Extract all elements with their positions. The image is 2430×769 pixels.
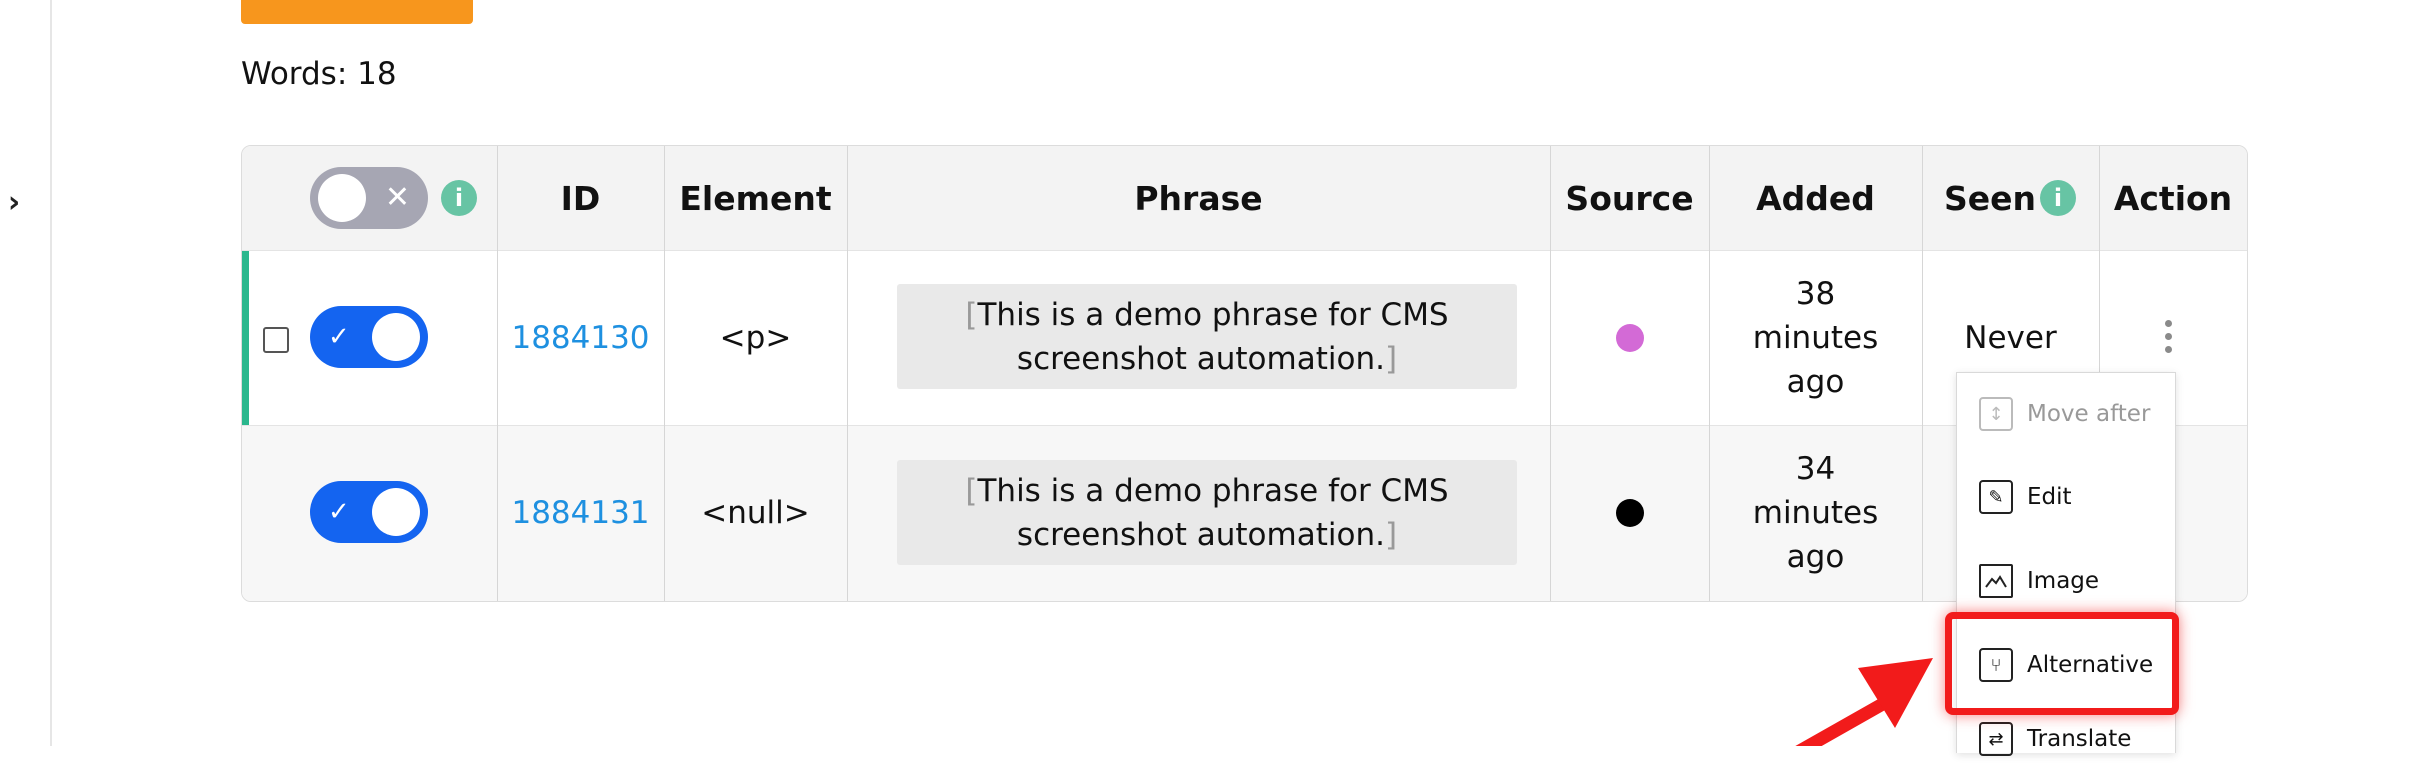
move-icon: ↕	[1979, 397, 2013, 431]
red-arrow-annotation	[1795, 658, 1933, 746]
row-phrase[interactable]: [This is a demo phrase for CMS screensho…	[897, 460, 1517, 565]
header-element[interactable]: Element	[679, 178, 832, 218]
close-icon: ✕	[384, 180, 410, 215]
column-divider	[664, 146, 665, 601]
added-line-1: 34	[1795, 451, 1836, 487]
action-dropdown-menu: ↕ Move after ✎ Edit Image ⑂ Alternative …	[1956, 372, 2176, 756]
edit-icon: ✎	[1979, 480, 2013, 514]
menu-item-label: Alternative	[2027, 652, 2154, 678]
menu-item-image[interactable]: Image	[1957, 551, 2175, 611]
header-divider	[242, 250, 2247, 251]
menu-item-move-after[interactable]: ↕ Move after	[1957, 384, 2175, 444]
row-added: 38 minutes ago	[1709, 250, 1922, 425]
column-divider	[1709, 146, 1710, 601]
highlight-box	[1945, 612, 2179, 715]
kebab-menu-icon[interactable]	[2165, 320, 2173, 359]
top-action-button[interactable]	[241, 0, 473, 24]
table-row: ✓ 1884131 <null> [This is a demo phrase …	[242, 425, 2247, 601]
bracket-open: [	[965, 472, 978, 509]
table-row: ✓ 1884130 <p> [This is a demo phrase for…	[242, 250, 2247, 425]
table-header-row: ✕ i ID Element Phrase Source Added Seen …	[242, 146, 2247, 250]
alternative-icon: ⑂	[1979, 648, 2013, 682]
active-row-indicator	[242, 250, 249, 425]
row-id-link[interactable]: 1884131	[511, 495, 650, 531]
menu-item-alternative[interactable]: ⑂ Alternative	[1957, 635, 2175, 695]
row-added: 34 minutes ago	[1709, 425, 1922, 601]
info-icon[interactable]: i	[2040, 180, 2076, 216]
menu-item-edit[interactable]: ✎ Edit	[1957, 467, 2175, 527]
sidebar: ›	[0, 0, 52, 746]
toggle-all-switch[interactable]: ✕	[310, 167, 428, 229]
header-seen[interactable]: Seen	[1944, 178, 2037, 218]
menu-item-label: Edit	[2027, 484, 2072, 510]
word-count: Words: 18	[241, 56, 397, 92]
source-dot	[1616, 324, 1644, 352]
menu-item-label: Move after	[2027, 401, 2151, 427]
column-divider	[497, 146, 498, 601]
row-id-link[interactable]: 1884130	[511, 319, 650, 356]
added-line-1: 38	[1795, 275, 1836, 312]
toggle-knob	[372, 313, 420, 361]
bracket-close: ]	[1384, 516, 1398, 553]
added-line-3: ago	[1786, 363, 1845, 400]
row-seen: Never	[1964, 319, 2057, 356]
row-enabled-switch[interactable]: ✓	[310, 306, 428, 368]
info-icon[interactable]: i	[441, 180, 477, 216]
toggle-knob	[372, 488, 420, 536]
check-icon: ✓	[328, 497, 350, 527]
row-element: <null>	[701, 495, 810, 531]
header-source[interactable]: Source	[1565, 178, 1694, 218]
added-line-3: ago	[1786, 539, 1845, 575]
bracket-open: [	[965, 296, 978, 333]
header-added[interactable]: Added	[1756, 178, 1875, 218]
added-line-2: minutes	[1752, 319, 1879, 356]
phrases-table: ✕ i ID Element Phrase Source Added Seen …	[241, 145, 2248, 602]
row-enabled-switch[interactable]: ✓	[310, 481, 428, 543]
phrase-line-1: This is a demo phrase for CMS	[977, 296, 1449, 333]
column-divider	[1922, 146, 1923, 601]
check-icon: ✓	[328, 322, 350, 352]
added-line-2: minutes	[1752, 495, 1879, 531]
chevron-right-icon[interactable]: ›	[7, 185, 21, 220]
toggle-knob	[318, 174, 366, 222]
header-phrase[interactable]: Phrase	[1134, 178, 1263, 218]
phrase-line-2: screenshot automation.	[1016, 516, 1385, 553]
bracket-close: ]	[1384, 340, 1398, 377]
header-action: Action	[2113, 178, 2233, 218]
row-element: <p>	[719, 319, 792, 356]
image-icon	[1979, 564, 2013, 598]
column-divider	[847, 146, 848, 601]
row-divider	[242, 425, 2247, 426]
source-dot	[1616, 499, 1644, 527]
header-id[interactable]: ID	[560, 178, 601, 218]
row-phrase[interactable]: [This is a demo phrase for CMS screensho…	[897, 284, 1517, 389]
phrase-line-2: screenshot automation.	[1016, 340, 1385, 377]
row-checkbox[interactable]	[263, 327, 289, 353]
phrase-line-1: This is a demo phrase for CMS	[977, 472, 1449, 509]
menu-item-label: Image	[2027, 568, 2100, 594]
column-divider	[1550, 146, 1551, 601]
